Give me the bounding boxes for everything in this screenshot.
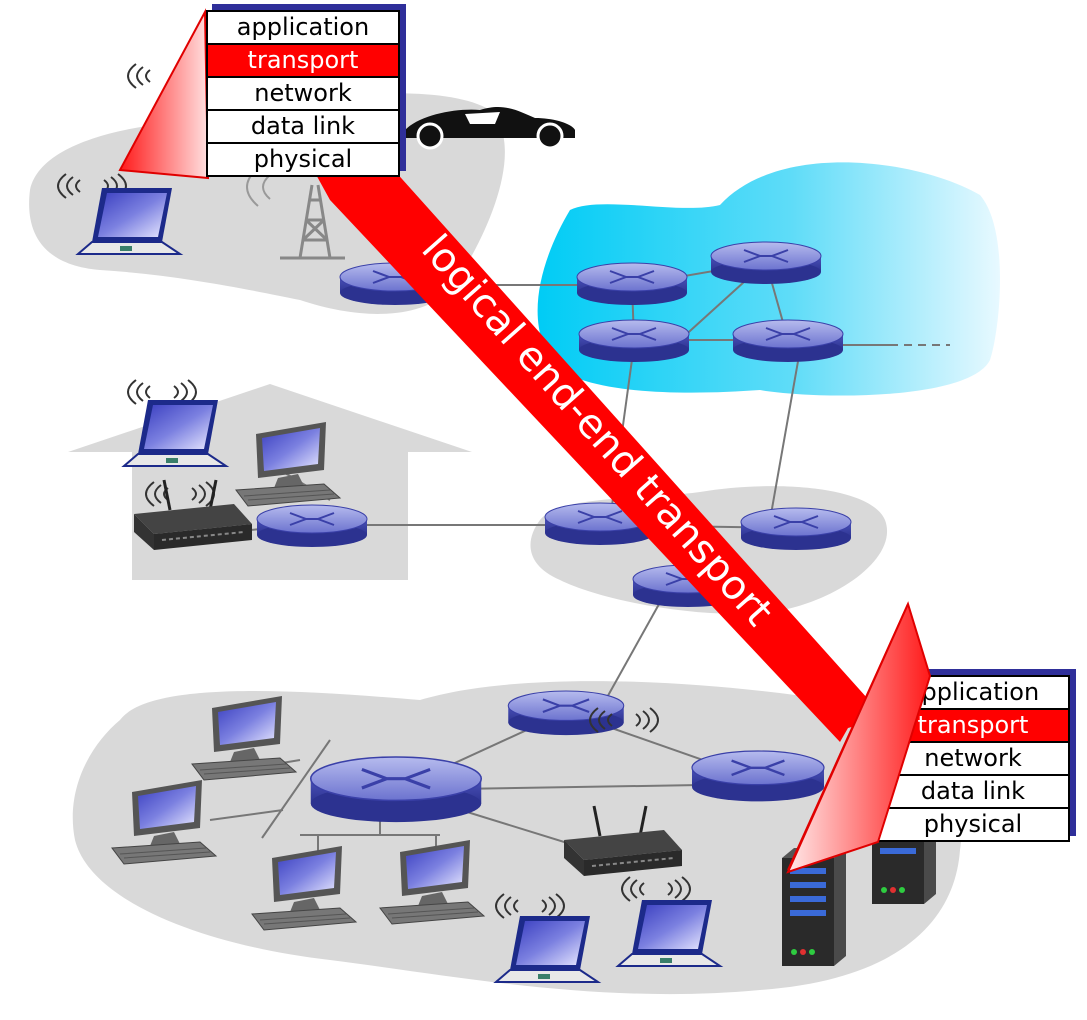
stack-layers: application transport network data link … <box>206 10 400 177</box>
car-icon <box>405 107 575 150</box>
layer-transport: transport <box>878 710 1068 743</box>
layer-data-link: data link <box>208 111 398 144</box>
top-protocol-stack: application transport network data link … <box>206 4 406 177</box>
layer-application: application <box>878 677 1068 710</box>
top-stack-wedge <box>118 8 210 180</box>
stack-layers: application transport network data link … <box>876 675 1070 842</box>
layer-data-link: data link <box>878 776 1068 809</box>
layer-network: network <box>208 78 398 111</box>
home-network <box>68 384 472 580</box>
layer-transport: transport <box>208 45 398 78</box>
layer-network: network <box>878 743 1068 776</box>
layer-application: application <box>208 12 398 45</box>
layer-physical: physical <box>923 810 1023 838</box>
bottom-protocol-stack: application transport network data link … <box>876 669 1076 842</box>
layer-physical: physical <box>253 145 353 173</box>
cell-tower-icon <box>246 167 384 260</box>
